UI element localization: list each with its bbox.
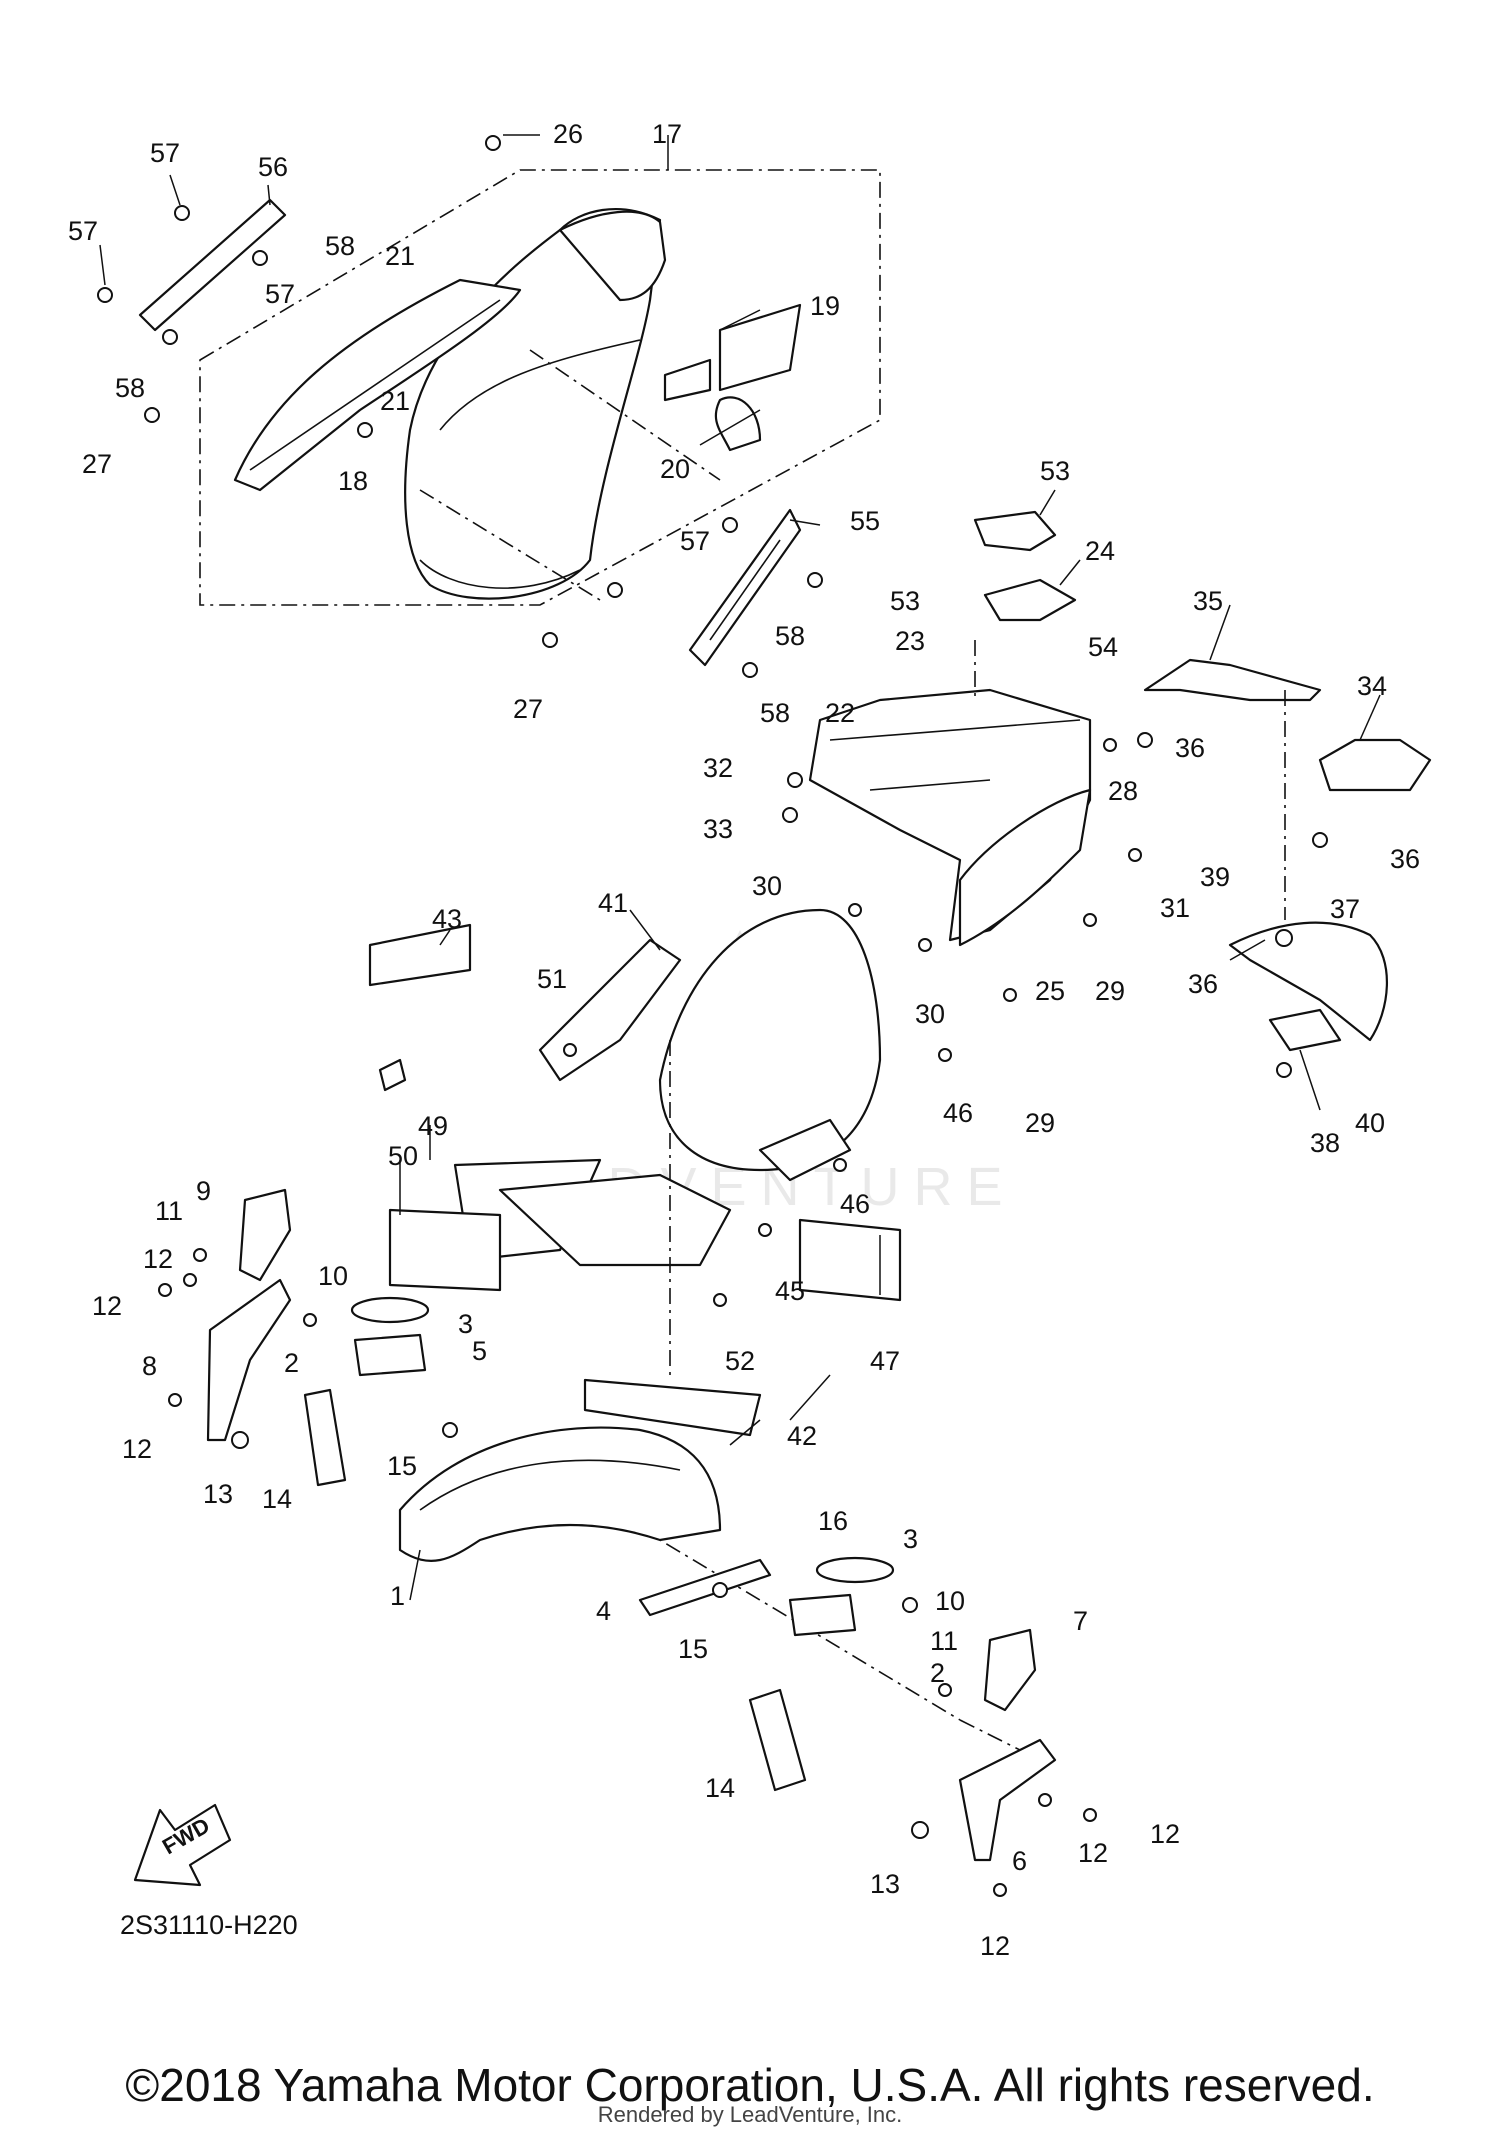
callout-50: 51	[537, 964, 567, 994]
fwd-arrow-icon: FWD	[133, 1803, 232, 1887]
callout-20: 20	[660, 454, 690, 484]
callout-38: 37	[1330, 894, 1360, 924]
callout-12: 12	[980, 1931, 1010, 1961]
callout-9: 9	[196, 1176, 211, 1206]
rendered-by-credit: Rendered by LeadVenture, Inc.	[597, 2102, 903, 2127]
callout-58: 58	[325, 231, 355, 261]
callout-57: 57	[150, 138, 180, 168]
copyright-notice: ©2018 Yamaha Motor Corporation, U.S.A. A…	[125, 2059, 1375, 2111]
callout-32: 32	[703, 753, 733, 783]
callout-12: 12	[92, 1291, 122, 1321]
callout-31: 31	[1160, 893, 1190, 923]
callout-36: 36	[1390, 844, 1420, 874]
callout-11: 11	[930, 1626, 958, 1656]
callout-23: 23	[895, 626, 925, 656]
callout-27: 27	[82, 449, 112, 479]
callout-13: 13	[203, 1479, 233, 1509]
callout-8: 8	[142, 1351, 157, 1381]
callout-30: 30	[752, 871, 782, 901]
callout-46: 46	[840, 1189, 870, 1219]
callout-21: 21	[385, 241, 415, 271]
callout-29: 29	[1095, 976, 1125, 1006]
callout-33: 33	[703, 814, 733, 844]
callout-21: 21	[380, 386, 410, 416]
callout-17: 17	[652, 119, 682, 149]
callout-46: 46	[943, 1098, 973, 1128]
callout-47: 47	[870, 1346, 900, 1376]
callout-6: 6	[1012, 1846, 1027, 1876]
callout-53: 54	[1088, 632, 1118, 662]
diagram-reference-code: 2S31110-H220	[120, 1910, 298, 1940]
callout-39: 38	[1310, 1128, 1340, 1158]
callout-12: 12	[143, 1244, 173, 1274]
callout-52: 53	[1040, 456, 1070, 486]
callout-57: 57	[68, 216, 98, 246]
callout-22: 22	[825, 698, 855, 728]
callout-25: 25	[1035, 976, 1065, 1006]
callout-18: 18	[338, 466, 368, 496]
undertray-assembly	[368, 923, 902, 1437]
callout-58: 58	[115, 373, 145, 403]
callout-12: 12	[1150, 1819, 1180, 1849]
callout-3: 3	[458, 1309, 473, 1339]
front-fender-assembly	[206, 1058, 1057, 1862]
callout-56: 57	[680, 526, 710, 556]
callout-28: 28	[1108, 776, 1138, 806]
callout-45: 45	[775, 1276, 805, 1306]
callout-1: 1	[390, 1581, 405, 1611]
callout-labels: 26 17 57 56 57 58 21 57 19 58 21 27 18 2…	[68, 119, 1420, 1961]
callout-35: 35	[1193, 586, 1223, 616]
callout-56: 57	[265, 279, 295, 309]
callout-12: 12	[1078, 1838, 1108, 1868]
callout-27: 27	[513, 694, 543, 724]
callout-11: 11	[155, 1196, 183, 1226]
callout-36: 36	[1175, 733, 1205, 763]
callout-14: 14	[705, 1773, 735, 1803]
callout-24: 24	[1085, 536, 1115, 566]
callout-41: 40	[1355, 1108, 1385, 1138]
callout-55: 56	[258, 152, 288, 182]
callout-2: 2	[284, 1348, 299, 1378]
callout-51: 52	[725, 1346, 755, 1376]
callout-48: 49	[418, 1111, 448, 1141]
callout-40: 39	[1200, 862, 1230, 892]
callout-16: 16	[818, 1506, 848, 1536]
callout-53: 53	[890, 586, 920, 616]
callout-57: 58	[760, 698, 790, 728]
callout-10: 10	[935, 1586, 965, 1616]
seat-assembly	[138, 169, 881, 667]
callout-37: 36	[1188, 969, 1218, 999]
callout-5: 5	[472, 1336, 487, 1366]
callout-57: 58	[775, 621, 805, 651]
callout-54: 55	[850, 506, 880, 536]
callout-29: 29	[1025, 1108, 1055, 1138]
callout-15: 15	[387, 1451, 417, 1481]
callout-4: 4	[596, 1596, 611, 1626]
callout-7: 7	[1073, 1606, 1088, 1636]
callout-44: 43	[432, 904, 462, 934]
callout-49: 50	[388, 1141, 418, 1171]
callout-14: 14	[262, 1484, 292, 1514]
rear-fender-assembly	[538, 510, 1432, 1182]
fasteners	[97, 135, 1328, 1897]
callout-13: 13	[870, 1869, 900, 1899]
callout-3: 3	[903, 1524, 918, 1554]
callout-30: 30	[915, 999, 945, 1029]
callout-42: 41	[598, 888, 628, 918]
callout-10: 10	[318, 1261, 348, 1291]
callout-26: 26	[553, 119, 583, 149]
callout-12: 12	[122, 1434, 152, 1464]
callout-43: 42	[787, 1421, 817, 1451]
callout-2: 2	[930, 1658, 945, 1688]
leader-lines	[99, 134, 1381, 1601]
callout-15: 15	[678, 1634, 708, 1664]
callout-19: 19	[810, 291, 840, 321]
callout-34: 34	[1357, 671, 1387, 701]
